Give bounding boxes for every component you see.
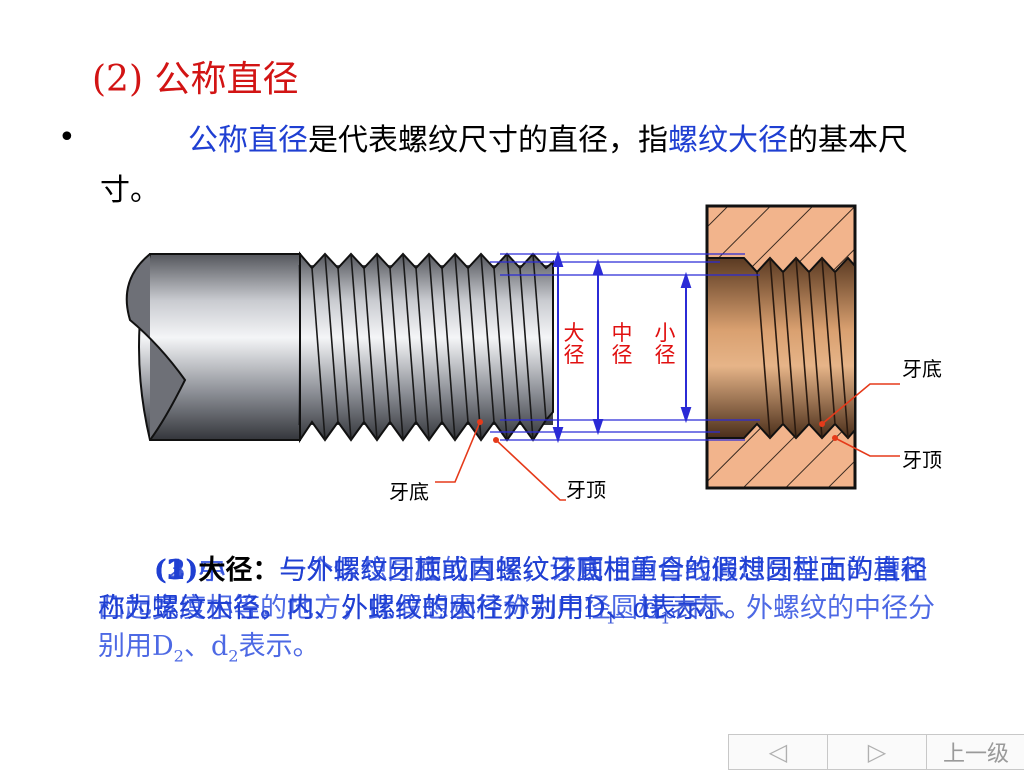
bolt-shank [125, 253, 301, 441]
label-bolt-crest: 牙顶 [566, 474, 606, 503]
projection-lines [490, 253, 760, 441]
bullet-marker: • [58, 120, 76, 155]
term-major-diameter-ref: 螺纹大径 [668, 123, 788, 158]
paragraph-minor-diameter: (2)小径：与外螺纹牙底或内螺纹牙顶相重合的假想圆柱面的直径称为螺纹小径，内、外… [98, 555, 928, 628]
nut-section [705, 204, 857, 490]
up-level-button[interactable]: 上一级 [942, 742, 1009, 767]
slide-navigation: ◁ ▷ 上一级 [728, 734, 1024, 770]
definition-mid: 是代表螺纹尺寸的直径，指 [308, 123, 668, 158]
leader-dots [477, 419, 838, 443]
paragraph-major-diameter: (1)大径：与外螺纹牙顶或内螺纹牙底相重合的假想圆柱面的直径称为螺纹大径。内、外… [98, 555, 928, 624]
label-nut-crest: 牙顶 [902, 444, 942, 473]
next-slide-button[interactable]: ▷ [828, 735, 927, 769]
prev-slide-button[interactable]: ◁ [729, 735, 828, 769]
term-nominal-diameter: 公称直径 [188, 123, 308, 158]
label-nut-root: 牙底 [902, 353, 942, 382]
label-bolt-root: 牙底 [389, 476, 429, 505]
paragraph-pitch-diameter: (3)中径：一个假想圆柱的直径，该圆柱的母线通过牙型上沟槽和凸起宽度相等的地方，… [98, 555, 935, 666]
dim-label-minor: 小径 [652, 322, 678, 366]
bolt-threads [298, 251, 554, 444]
definition-text: 公称直径是代表螺纹尺寸的直径，指螺纹大径的基本尺寸。 [100, 116, 960, 216]
definition-end: 的基本尺寸。 [100, 123, 908, 208]
dim-label-major: 大径 [561, 322, 587, 366]
page-title: (2) 公称直径 [92, 59, 299, 100]
dimension-arrows [552, 250, 692, 444]
dim-label-pitch: 中径 [609, 322, 635, 366]
leader-lines [435, 383, 900, 501]
